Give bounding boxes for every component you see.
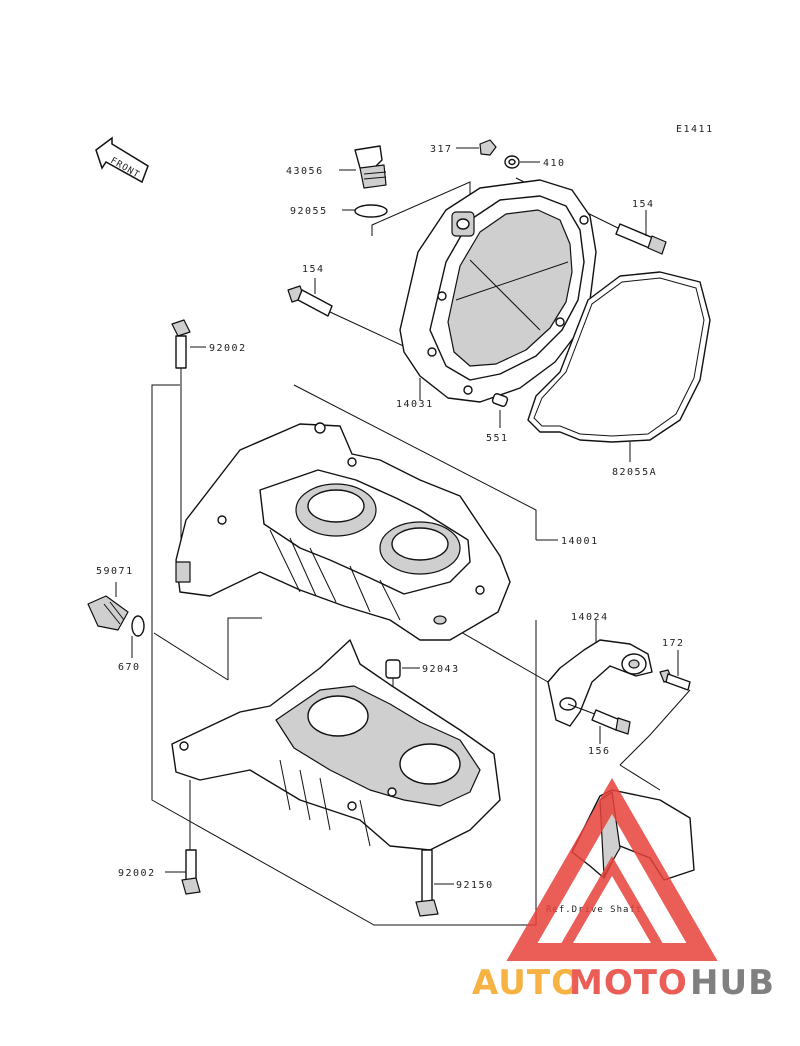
washer-410 [504,155,540,169]
filler-cap-43056 [339,145,387,189]
label-14031: 14031 [396,399,434,410]
label-14001: 14001 [561,536,599,547]
label-43056: 43056 [286,166,324,177]
figure-code: E1411 [676,124,714,135]
label-154-top: 154 [632,199,655,210]
o-ring-92055 [354,204,388,218]
bolt-92002-top [171,319,206,560]
bolt-92002-bottom [165,780,201,895]
label-172: 172 [662,638,685,649]
bolt-154-left [287,278,413,351]
watermark-auto: AUTO [472,963,581,1003]
lower-crankcase [171,639,501,851]
label-92002-top: 92002 [209,343,247,354]
label-92002-bottom: 92002 [118,868,156,879]
watermark-hub: HUB [690,963,775,1003]
o-ring-670 [131,615,145,658]
bracket-14024 [547,620,691,744]
label-670: 670 [118,662,141,673]
dowel-pin-551 [491,393,509,428]
label-410: 410 [543,158,566,169]
watermark-logo: AUTO MOTO HUB [472,777,775,1003]
label-ref-drive-shaft: Ref.Drive Shaft [546,905,642,915]
upper-crankcase-14001 [175,422,511,641]
label-154-left: 154 [302,264,325,275]
front-arrow-icon: FRONT [95,136,149,184]
crankcase-frame-lines [151,384,691,926]
label-551: 551 [486,433,509,444]
label-14024: 14024 [571,612,609,623]
cover-housing-14031 [399,179,597,403]
part-labels: 317 410 43056 154 92055 154 92002 14031 … [96,144,685,915]
plug-59071 [87,582,129,631]
label-82055a: 82055A [612,467,657,478]
label-317: 317 [430,144,453,155]
watermark-moto: MOTO [569,963,688,1003]
cover-assembly [287,139,711,462]
gasket-82055a [527,271,711,443]
label-59071: 59071 [96,566,134,577]
label-156: 156 [588,746,611,757]
label-92150: 92150 [456,880,494,891]
nut-317 [456,139,497,156]
label-92043: 92043 [422,664,460,675]
label-92055: 92055 [290,206,328,217]
bolt-92150 [415,849,454,917]
